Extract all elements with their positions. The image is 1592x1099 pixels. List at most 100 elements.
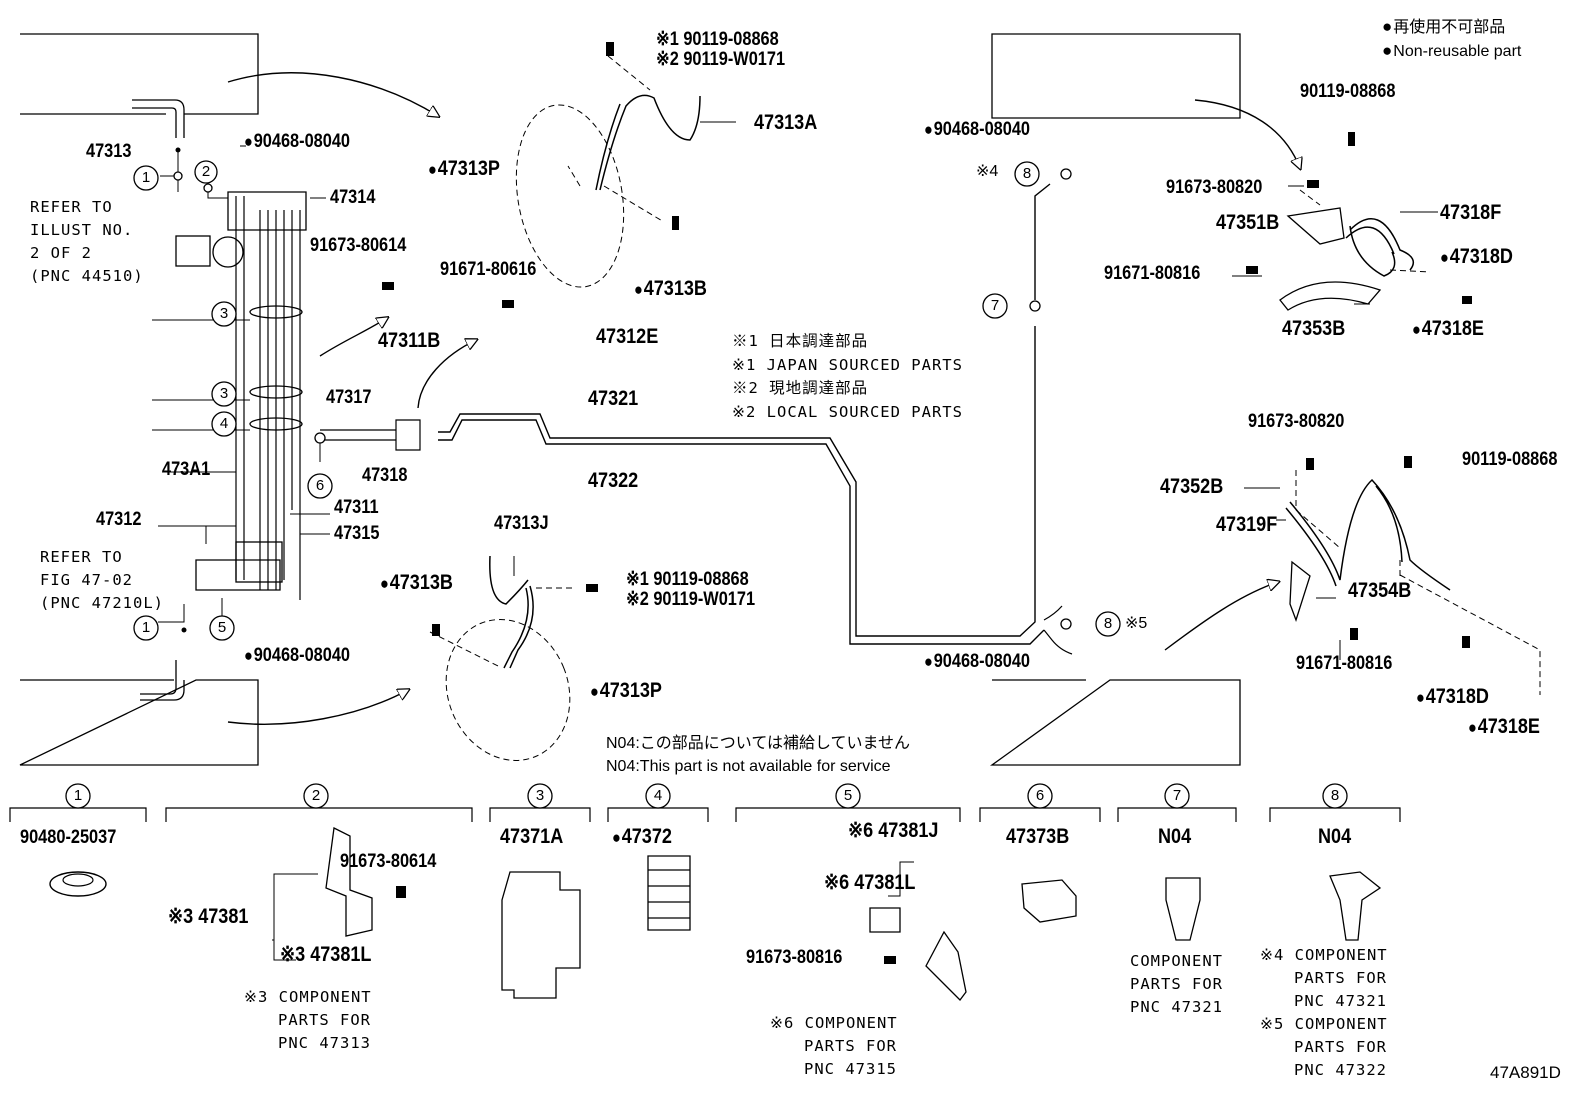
label-90468-08040-d[interactable]: 90468-08040 <box>924 652 1030 671</box>
callout-2[interactable]: 2 <box>201 163 211 180</box>
component-num-8[interactable]: 8 <box>1330 787 1340 804</box>
component-num-2[interactable]: 2 <box>311 787 321 804</box>
component-part-47381L[interactable]: ※3 47381L <box>280 943 372 966</box>
label-47318F[interactable]: 47318F <box>1440 201 1502 224</box>
grommet-90480 <box>49 871 107 897</box>
arrow-top-right <box>1194 99 1300 168</box>
component-part-47381J[interactable]: ※6 47381J <box>848 819 939 842</box>
label-91671-80616[interactable]: 91671-80616 <box>440 259 537 280</box>
component-part-47381[interactable]: ※3 47381 <box>168 905 249 928</box>
label-90468-08040-b[interactable]: 90468-08040 <box>244 646 350 665</box>
component-num-4[interactable]: 4 <box>653 787 663 804</box>
label-47315[interactable]: 47315 <box>334 523 380 544</box>
label-note2-90119-W0171-a[interactable]: ※2 90119-W0171 <box>656 49 786 70</box>
clamp-47372 <box>647 855 691 931</box>
component-part-47371A[interactable]: 47371A <box>500 825 564 848</box>
label-91671-80816-a[interactable]: 91671-80816 <box>1104 263 1201 284</box>
label-47313[interactable]: 47313 <box>86 141 132 162</box>
label-note4: ※4 <box>976 163 999 180</box>
callout-6[interactable]: 6 <box>315 477 325 494</box>
component-part-90480-25037[interactable]: 90480-25037 <box>20 827 117 848</box>
arrow-47311B <box>319 318 387 357</box>
label-91671-80816-b[interactable]: 91671-80816 <box>1296 653 1393 674</box>
label-47318[interactable]: 47318 <box>362 465 408 486</box>
label-47352B[interactable]: 47352B <box>1160 475 1224 498</box>
component-num-7[interactable]: 7 <box>1172 787 1182 804</box>
legend-en: Non-reusable part <box>1382 42 1521 60</box>
label-47353B[interactable]: 47353B <box>1282 317 1346 340</box>
label-91673-80820-a[interactable]: 91673-80820 <box>1166 177 1263 198</box>
callout-1b[interactable]: 1 <box>141 619 151 636</box>
callout-8a[interactable]: 8 <box>1022 165 1032 182</box>
hose-47319F <box>1285 478 1451 591</box>
label-47351B[interactable]: 47351B <box>1216 211 1280 234</box>
label-47312E[interactable]: 47312E <box>596 325 659 348</box>
callout-3b[interactable]: 3 <box>219 385 229 402</box>
label-note1-90119-08868-b[interactable]: ※1 90119-08868 <box>626 569 749 590</box>
callout-3a[interactable]: 3 <box>219 305 229 322</box>
label-47354B[interactable]: 47354B <box>1348 579 1412 602</box>
hose-47318F <box>1345 218 1415 277</box>
component-num-1[interactable]: 1 <box>73 787 83 804</box>
label-47318E-b[interactable]: 47318E <box>1468 716 1540 737</box>
callout-4[interactable]: 4 <box>219 415 229 432</box>
arrow-47312E <box>417 340 476 409</box>
component-part-N04-8[interactable]: N04 <box>1318 825 1352 848</box>
label-47313J[interactable]: 47313J <box>494 513 549 534</box>
callout-8b[interactable]: 8 <box>1103 615 1113 632</box>
label-91673-80820-b[interactable]: 91673-80820 <box>1248 411 1345 432</box>
label-47318D-a[interactable]: 47318D <box>1440 246 1513 267</box>
label-47313A[interactable]: 47313A <box>754 111 818 134</box>
label-90119-08868-b[interactable]: 90119-08868 <box>1462 449 1558 470</box>
brake-line-47321 <box>438 183 1051 637</box>
label-47311B[interactable]: 47311B <box>378 329 441 352</box>
label-47313P-b[interactable]: 47313P <box>590 680 662 701</box>
clip-N04-7 <box>1165 877 1201 941</box>
callout-7[interactable]: 7 <box>990 297 1000 314</box>
label-90119-08868-a[interactable]: 90119-08868 <box>1300 81 1396 102</box>
label-47313B-a[interactable]: 47313B <box>634 278 707 299</box>
label-note1-90119-08868-a[interactable]: ※1 90119-08868 <box>656 29 779 50</box>
label-90468-08040-a[interactable]: 90468-08040 <box>244 132 350 151</box>
callout-5[interactable]: 5 <box>217 619 227 636</box>
component-part-47373B[interactable]: 47373B <box>1006 825 1070 848</box>
clip-47373B <box>1021 879 1077 923</box>
hose-47313A <box>595 94 701 191</box>
hose-47313J <box>489 555 534 669</box>
label-47317[interactable]: 47317 <box>326 387 372 408</box>
label-47314[interactable]: 47314 <box>330 187 376 208</box>
label-47312[interactable]: 47312 <box>96 509 142 530</box>
panel-bottom-right <box>989 679 1241 766</box>
label-90468-08040-c[interactable]: 90468-08040 <box>924 120 1030 139</box>
callout-1a[interactable]: 1 <box>141 169 151 186</box>
component-part-91673-80614[interactable]: 91673-80614 <box>340 851 437 872</box>
panel-top-left <box>20 33 259 115</box>
label-47313B-b[interactable]: 47313B <box>380 572 453 593</box>
component-num-5[interactable]: 5 <box>843 787 853 804</box>
panel-bottom-left <box>19 679 259 766</box>
label-47318D-b[interactable]: 47318D <box>1416 686 1489 707</box>
label-note2-90119-W0171-b[interactable]: ※2 90119-W0171 <box>626 589 756 610</box>
label-91673-80614-a[interactable]: 91673-80614 <box>310 235 407 256</box>
component-part-47381L-b[interactable]: ※6 47381L <box>824 871 916 894</box>
component-num-3[interactable]: 3 <box>535 787 545 804</box>
component-part-91673-80816[interactable]: 91673-80816 <box>746 947 843 968</box>
label-473A1[interactable]: 473A1 <box>162 459 211 480</box>
component-part-N04-7[interactable]: N04 <box>1158 825 1192 848</box>
label-47319F[interactable]: 47319F <box>1216 513 1278 536</box>
component-part-47372[interactable]: 47372 <box>612 826 672 847</box>
diagram-code: 47A891D <box>1490 1063 1561 1082</box>
label-note5: ※5 <box>1125 615 1148 632</box>
clamp-47371A <box>501 871 581 999</box>
label-47313P-a[interactable]: 47313P <box>428 158 500 179</box>
label-47311[interactable]: 47311 <box>334 497 379 518</box>
label-47322[interactable]: 47322 <box>588 469 639 492</box>
component-num-6[interactable]: 6 <box>1035 787 1045 804</box>
brake-line-47322 <box>438 419 1045 645</box>
label-47321[interactable]: 47321 <box>588 387 639 410</box>
label-47318E-a[interactable]: 47318E <box>1412 318 1484 339</box>
